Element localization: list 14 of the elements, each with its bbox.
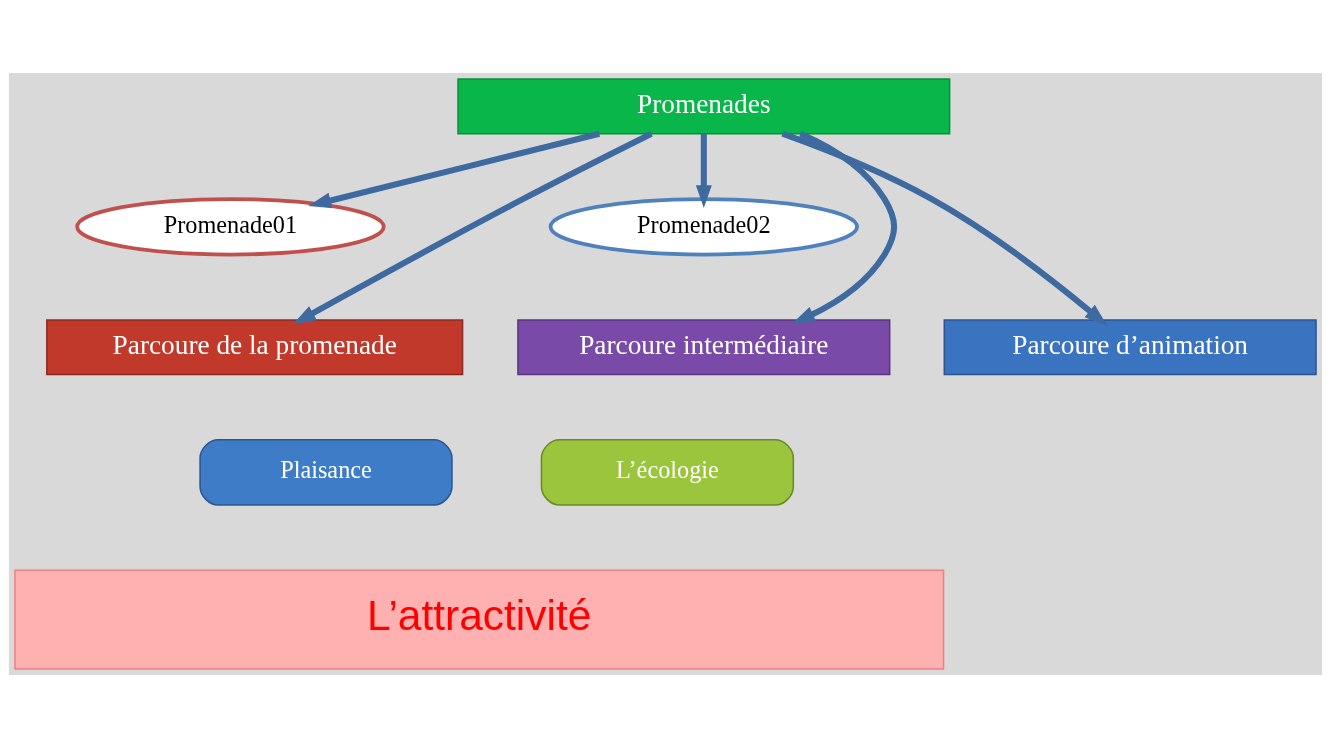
node-ellipse: Promenade01 — [75, 196, 386, 256]
arrow — [308, 130, 601, 208]
node-box: Parcoure de la promenade — [46, 318, 464, 375]
node-box: Parcoure d’animation — [943, 318, 1317, 375]
node-box: Plaisance — [199, 438, 453, 506]
arrow — [791, 130, 898, 324]
node-box: L’écologie — [540, 438, 795, 506]
node-box: Parcoure intermédiaire — [517, 318, 891, 375]
arrow — [781, 130, 1108, 326]
arrow — [293, 130, 653, 324]
node-box: Promenades — [457, 77, 951, 134]
arrow — [695, 133, 712, 208]
node-box: L’attractivité — [14, 569, 945, 670]
node-ellipse: Promenade02 — [548, 196, 859, 256]
